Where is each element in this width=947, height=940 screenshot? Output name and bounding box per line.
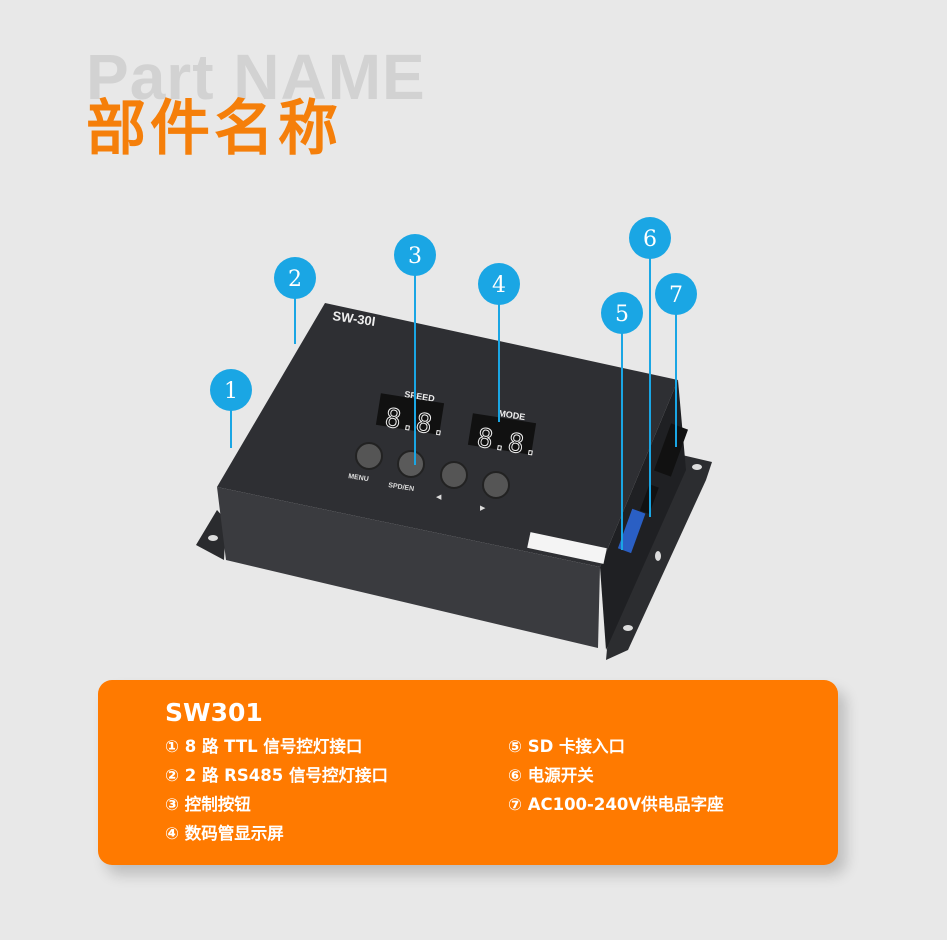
spd-en-label: SPD/EN: [388, 482, 415, 493]
device-front: [217, 487, 600, 648]
feature-item: ④ 数码管显示屏: [165, 824, 284, 843]
callout-3-label: 3: [408, 244, 422, 269]
spd-en-button[interactable]: [397, 450, 425, 478]
flange-hole: [655, 551, 661, 561]
callout-2-label: 2: [288, 267, 302, 292]
callout-4-label: 4: [492, 273, 506, 298]
callout-2: [274, 257, 316, 299]
flange-hole: [208, 535, 218, 541]
callout-1: [210, 369, 252, 411]
barcode-label: [527, 532, 607, 564]
feature-item: ⑦ AC100-240V供电品字座: [508, 795, 724, 814]
right-button[interactable]: [482, 471, 510, 499]
menu-button[interactable]: [355, 442, 383, 470]
speed-display: [375, 393, 445, 435]
left-button[interactable]: [440, 461, 468, 489]
feature-item: ③ 控制按钮: [165, 795, 251, 814]
power-socket: [653, 423, 689, 477]
callout-1-label: 1: [224, 379, 238, 404]
callout-3: [394, 234, 436, 276]
callout-4: [478, 263, 520, 305]
callout-6: [629, 217, 671, 259]
feature-item: ⑤ SD 卡接入口: [508, 737, 626, 756]
feature-item: ⑥ 电源开关: [508, 766, 594, 785]
callout-5: [601, 292, 643, 334]
device-top: [217, 303, 678, 567]
info-panel: SW301 ① 8 路 TTL 信号控灯接口 ② 2 路 RS485 信号控灯接…: [98, 680, 838, 865]
left-flange: [196, 510, 226, 560]
feature-item: ① 8 路 TTL 信号控灯接口: [165, 737, 363, 756]
callout-6-label: 6: [643, 227, 657, 252]
brand-label: SW-30I: [332, 308, 377, 329]
flange-hole: [623, 625, 633, 631]
feature-item: ② 2 路 RS485 信号控灯接口: [165, 766, 388, 785]
callout-7-label: 7: [669, 283, 683, 308]
left-arrow-label: ◀: [436, 493, 442, 501]
page-title: 部件名称: [86, 94, 342, 164]
callout-7: [655, 273, 697, 315]
flange-hole: [692, 464, 702, 470]
right-arrow-label: ▶: [480, 504, 486, 512]
sd-card: [617, 508, 646, 554]
mode-display: [467, 413, 537, 455]
device-illustration: SW-30I SPEED MODE 8.8. 8.8. MENU SPD/EN …: [196, 217, 712, 660]
menu-label: MENU: [348, 473, 369, 483]
callout-5-label: 5: [615, 302, 629, 327]
model-name: SW301: [165, 698, 263, 727]
ghost-heading: Part NAME: [86, 41, 426, 113]
